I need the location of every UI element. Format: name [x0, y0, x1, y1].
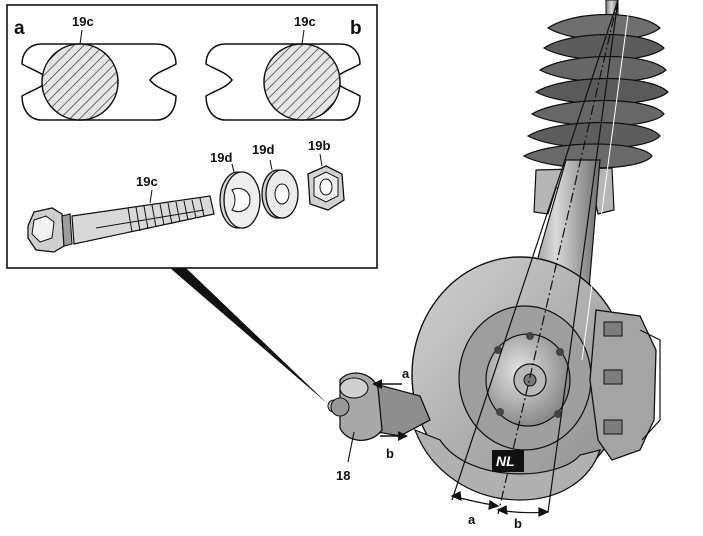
eccentric-bolt — [27, 189, 215, 253]
view-a-bolt-label: 19c — [72, 14, 94, 29]
view-a-bolt-section — [41, 43, 119, 121]
angle-b-label: b — [514, 516, 522, 531]
nl-label: NL — [496, 453, 515, 469]
brake-disc — [411, 256, 629, 494]
view-b-bolt-section — [263, 43, 341, 121]
angle-dimensions — [450, 491, 550, 517]
angle-a-label: a — [468, 512, 476, 527]
arrow-a — [372, 379, 402, 389]
camber-reference-lines — [451, 0, 631, 515]
balljoint-label: 18 — [336, 468, 350, 483]
brake-caliper — [589, 309, 661, 461]
arrow-b-label: b — [386, 446, 394, 461]
view-a-letter: a — [14, 18, 25, 39]
eccentric-washer-1 — [219, 163, 261, 229]
bolt-label: 19c — [136, 174, 158, 189]
arrow-b — [380, 431, 408, 441]
view-b-letter: b — [350, 18, 362, 39]
view-b-bolt-label: 19c — [294, 14, 316, 29]
washer1-label: 19d — [210, 150, 232, 165]
nut-label: 19b — [308, 138, 330, 153]
nl-tag — [492, 450, 524, 472]
coil-spring — [522, 13, 669, 169]
detail-inset: a 19c b 19c — [6, 4, 378, 269]
eccentric-washer-2 — [261, 159, 299, 219]
flange-nut — [307, 153, 345, 211]
view-a-slot — [21, 29, 177, 121]
washer2-label: 19d — [252, 142, 274, 157]
view-b-slot — [205, 29, 361, 121]
lower-arm — [327, 372, 431, 441]
arrow-a-label: a — [402, 366, 410, 381]
callout-pointer — [170, 268, 328, 404]
